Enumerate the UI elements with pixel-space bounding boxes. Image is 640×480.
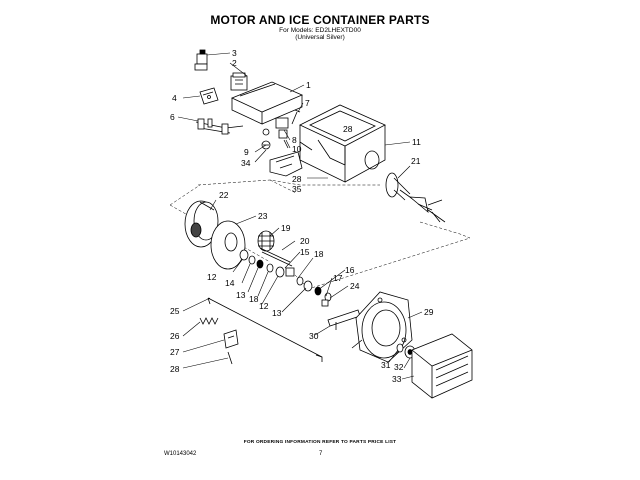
callout-4: 4 <box>172 93 177 103</box>
motor-cover <box>411 333 473 399</box>
document-number: W10143042 <box>164 451 197 457</box>
callout-30: 30 <box>309 331 319 341</box>
callout-11: 11 <box>412 137 421 147</box>
relay-part <box>230 72 248 91</box>
callout-7: 7 <box>305 98 310 108</box>
callout-29: 29 <box>424 307 434 317</box>
cover-bracket <box>269 151 303 177</box>
callout-19: 19 <box>281 223 291 233</box>
callout-16: 16 <box>345 265 355 275</box>
callout-13-a: 13 <box>236 290 246 300</box>
callout-labels: 3 2 1 4 7 6 28 8 11 9 10 21 34 28 35 22 … <box>170 48 434 384</box>
callout-10: 10 <box>292 144 302 154</box>
bracket-part-4 <box>199 87 219 105</box>
ordering-note: FOR ORDERING INFORMATION REFER TO PARTS … <box>243 440 397 445</box>
callout-1: 1 <box>306 80 311 90</box>
shaft-part-20 <box>259 247 293 267</box>
page-number: 7 <box>319 451 323 457</box>
callout-28-mid: 28 <box>292 174 302 184</box>
spring-part <box>199 317 219 325</box>
callout-3: 3 <box>232 48 237 58</box>
callout-12-b: 12 <box>259 301 269 311</box>
auger-shaft <box>385 172 446 223</box>
callout-18-a: 18 <box>314 249 324 259</box>
switch-part <box>194 49 208 71</box>
callout-32: 32 <box>394 362 404 372</box>
color-line: (Universal Silver) <box>295 34 345 41</box>
callout-26: 26 <box>170 331 180 341</box>
gasket-ring <box>210 220 246 270</box>
callout-20: 20 <box>300 236 310 246</box>
callout-6: 6 <box>170 112 175 122</box>
callout-18-b: 18 <box>249 294 259 304</box>
ice-container-housing <box>299 104 386 183</box>
callout-8: 8 <box>292 135 297 145</box>
callout-34: 34 <box>241 158 251 168</box>
auger-motor <box>351 291 413 363</box>
callout-13-b: 13 <box>272 308 282 318</box>
auger-cup <box>184 200 219 248</box>
callout-17: 17 <box>333 273 343 283</box>
callout-24: 24 <box>350 281 360 291</box>
callout-28-bottom: 28 <box>170 364 180 374</box>
leader-lines-bottom <box>182 199 423 380</box>
page-title: MOTOR AND ICE CONTAINER PARTS <box>210 13 430 27</box>
callout-33: 33 <box>392 374 402 384</box>
callout-15: 15 <box>300 247 310 257</box>
callout-35: 35 <box>292 184 302 194</box>
callout-31: 31 <box>381 360 391 370</box>
callout-2: 2 <box>232 58 237 68</box>
callout-28-top: 28 <box>343 124 353 134</box>
mount-bracket <box>223 329 239 365</box>
wire-harness <box>195 118 244 135</box>
leader-lines-top <box>177 52 411 179</box>
callout-23: 23 <box>258 211 268 221</box>
callout-22: 22 <box>219 190 229 200</box>
callout-12-a: 12 <box>207 272 217 282</box>
callout-14: 14 <box>225 278 235 288</box>
callout-21: 21 <box>411 156 421 166</box>
callout-27: 27 <box>170 347 180 357</box>
small-hardware <box>239 249 332 307</box>
housing-bracket <box>230 81 304 125</box>
callout-25: 25 <box>170 306 180 316</box>
linkage-arm <box>327 309 361 330</box>
callout-9: 9 <box>244 147 249 157</box>
screw-part-7 <box>291 109 301 125</box>
models-line: For Models: ED2LHEXTD00 <box>279 27 361 34</box>
